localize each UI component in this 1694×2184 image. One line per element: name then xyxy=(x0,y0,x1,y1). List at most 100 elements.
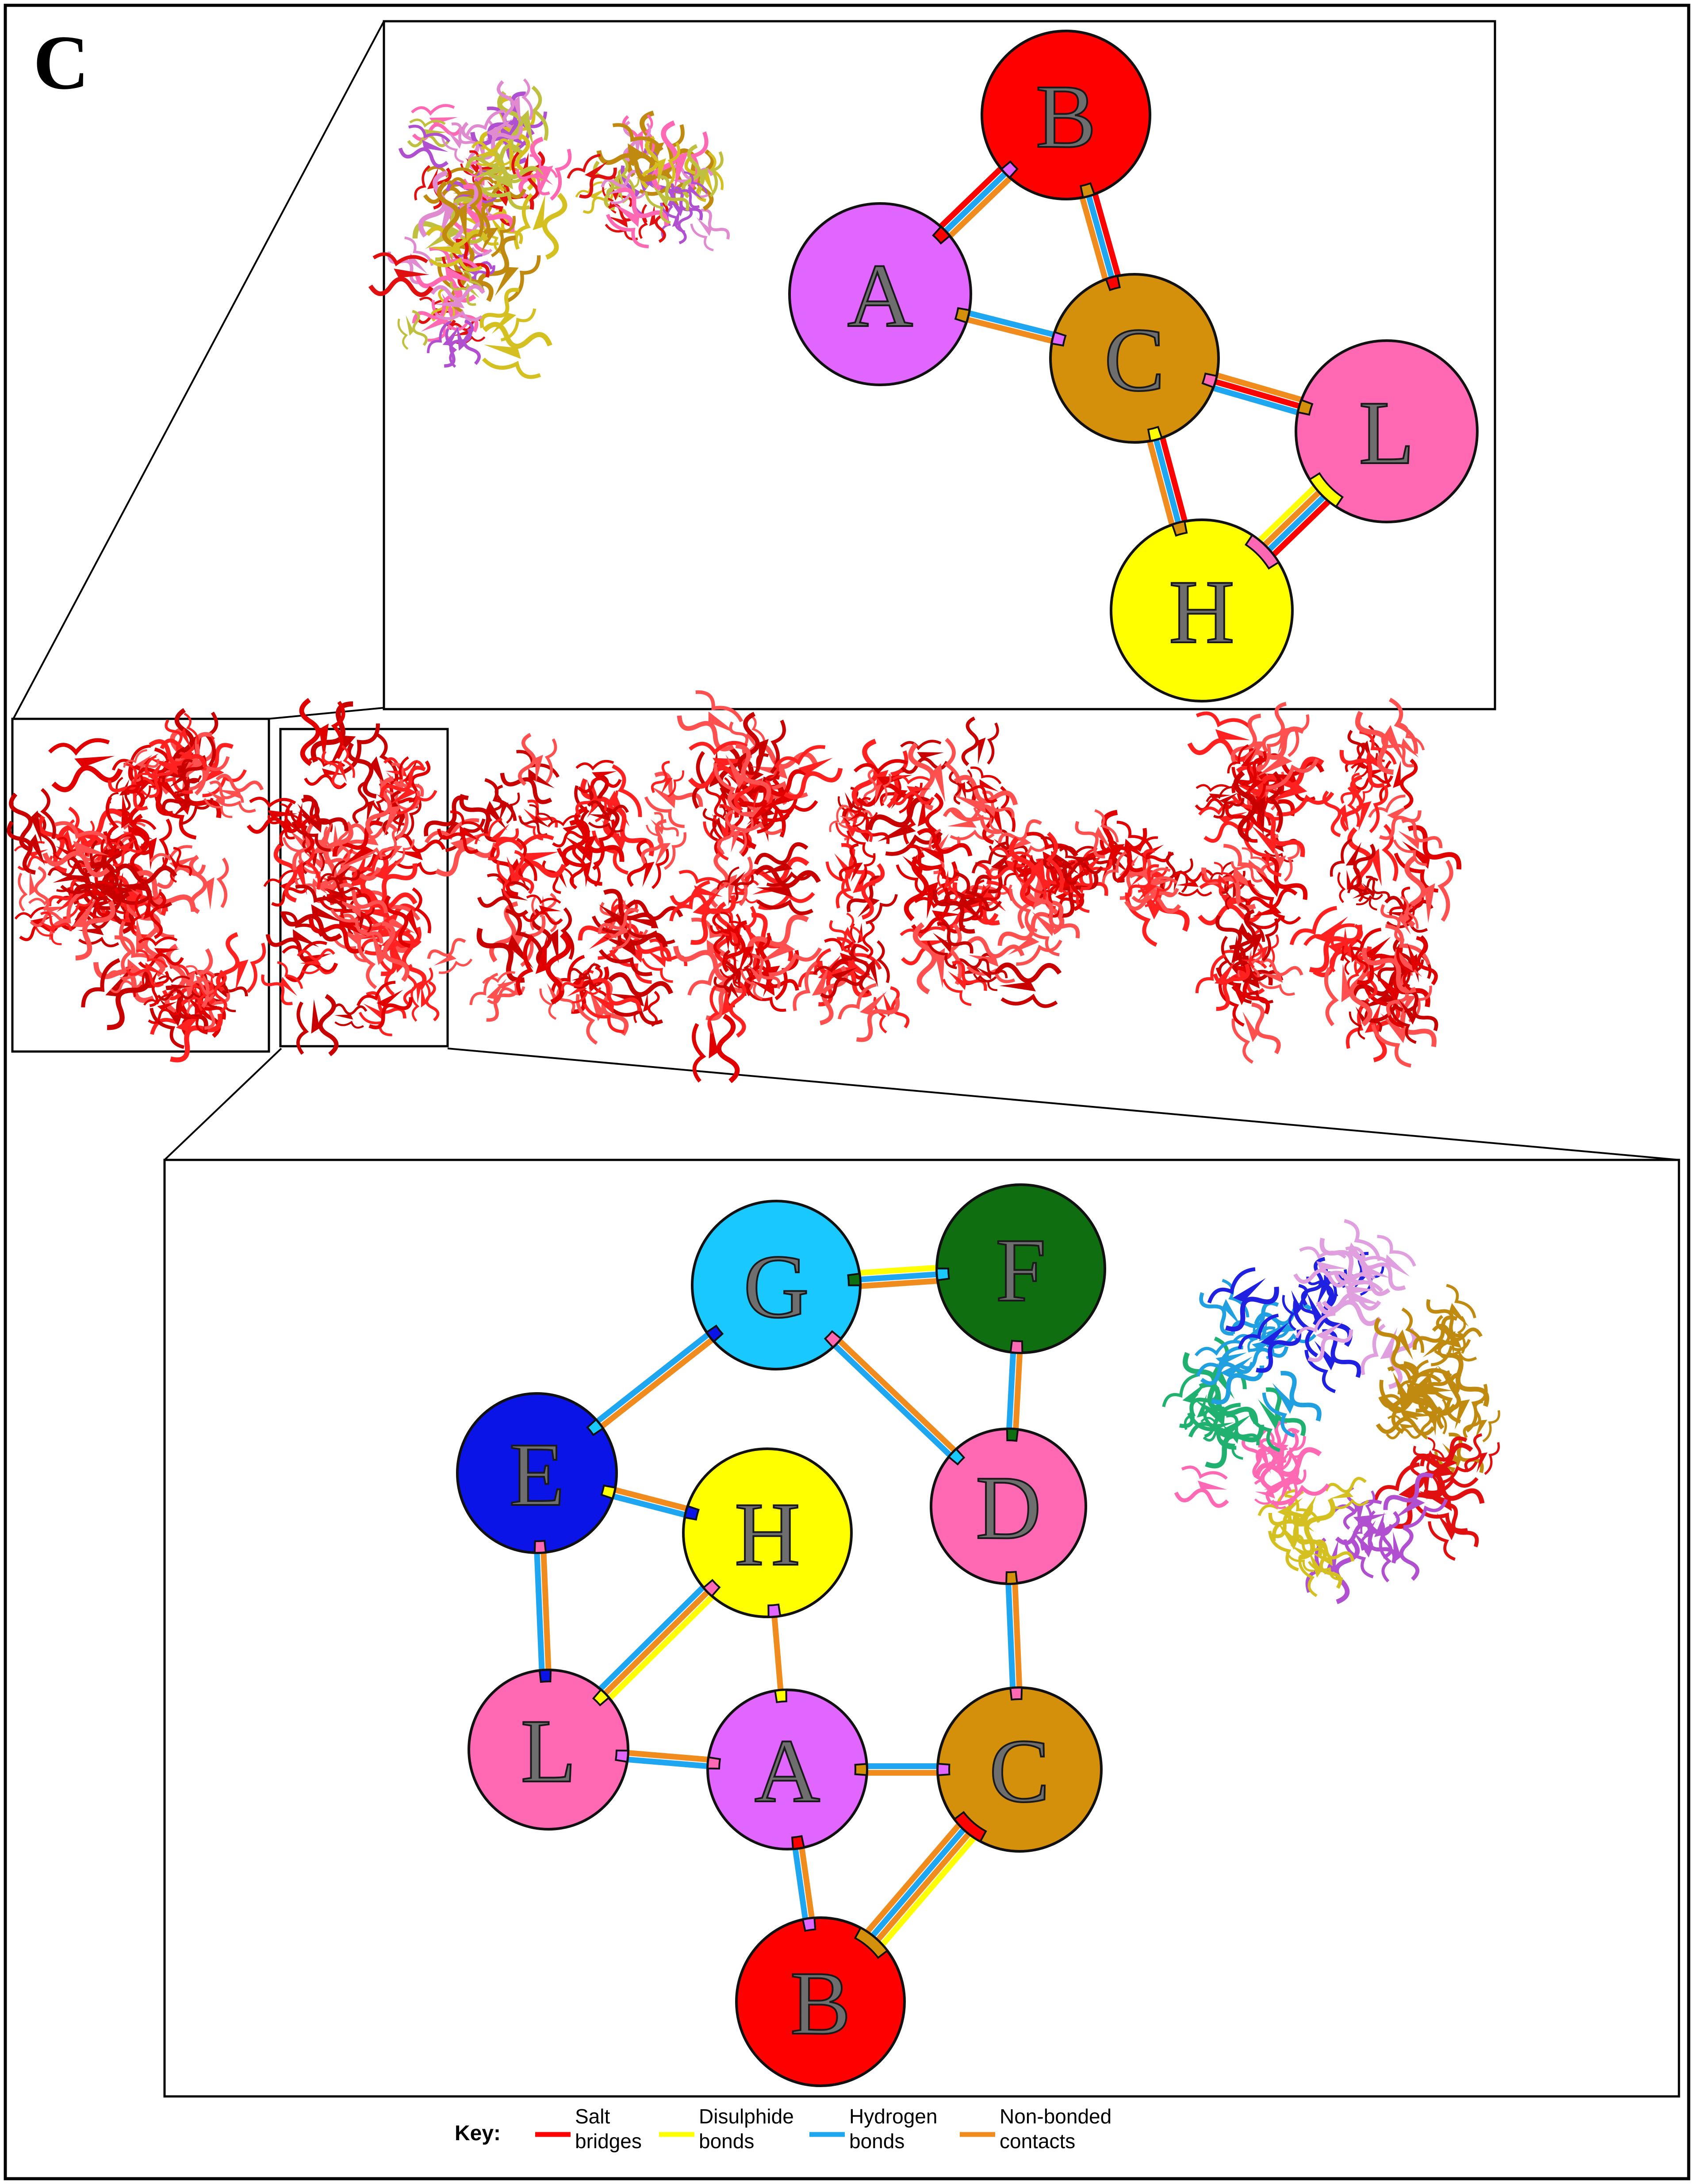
ribbon-strand xyxy=(370,254,433,295)
interface-patch-D-C xyxy=(1005,1570,1018,1585)
bottom-edge-F-D xyxy=(1006,1352,1023,1429)
interface-patch-A-B xyxy=(791,1835,805,1850)
ribbon-strand xyxy=(513,188,567,259)
chain-label: H xyxy=(735,1484,800,1585)
ribbon-strand xyxy=(1462,1399,1502,1446)
interface-patch-H-A xyxy=(767,1603,782,1618)
strip-structure-1c xyxy=(78,932,267,1065)
bottom-node-H: H xyxy=(682,1447,853,1618)
interface-patch-L-A xyxy=(614,1749,629,1763)
ribbon-strand xyxy=(996,965,1060,1006)
ribbon-strand xyxy=(1387,822,1464,895)
interface-patch-C-B xyxy=(1105,275,1121,292)
bottom-edge-L-A xyxy=(627,1750,709,1769)
bottom-node-L: L xyxy=(468,1669,629,1831)
ribbon-strand xyxy=(1188,711,1256,761)
bond-line-hydrogen xyxy=(870,1827,966,1938)
bond-line-disulphide xyxy=(880,1836,976,1946)
top-node-H: H xyxy=(1110,518,1294,702)
interface-patch-B-A xyxy=(1000,160,1019,179)
ribbon-strand xyxy=(938,959,989,1008)
bottom-edge-E-L xyxy=(534,1552,552,1670)
ribbon-strand xyxy=(516,929,570,1004)
chain-circle xyxy=(735,1916,906,2087)
ribbon-strand xyxy=(1388,817,1444,868)
chain-label: E xyxy=(509,1424,564,1525)
bond-line-hydrogen xyxy=(1212,385,1299,415)
chain-circle xyxy=(1295,339,1479,523)
chain-label: L xyxy=(521,1701,576,1801)
chain-label: L xyxy=(1359,383,1414,483)
bottom-edge-C-B xyxy=(865,1823,976,1946)
interface-patch-G-E xyxy=(705,1324,724,1343)
interface-patch-F-G xyxy=(935,1267,950,1282)
bottom-node-B: B xyxy=(735,1916,906,2087)
chain-label: D xyxy=(976,1458,1041,1558)
bond-line-hydrogen xyxy=(1153,438,1181,524)
chain-circle xyxy=(981,30,1151,200)
bond-line-hydrogen xyxy=(598,1585,705,1691)
ribbon-strand xyxy=(408,119,448,146)
bond-line-hydrogen xyxy=(1006,1352,1016,1429)
top-edge-C-H xyxy=(1147,437,1188,526)
protein-ribbon-multicolor-ring-icon xyxy=(1160,1216,1502,1604)
top-nodes: BA C L H xyxy=(788,30,1479,702)
top-edge-B-C xyxy=(1079,193,1121,280)
zoom-connectors xyxy=(12,21,1679,1161)
bond-line-salt xyxy=(1092,193,1121,276)
bond-line-disulphide xyxy=(859,1265,937,1276)
top-edge-C-L xyxy=(1212,372,1303,415)
chain-label: H xyxy=(1169,562,1234,662)
bottom-node-A: A xyxy=(706,1689,868,1850)
interface-patch-B-C xyxy=(854,1927,889,1959)
chain-label: A xyxy=(755,1721,820,1821)
interface-patch-L-E xyxy=(538,1669,552,1683)
strip-structure-8 xyxy=(1287,695,1464,1071)
bond-line-nonbonded xyxy=(600,1337,714,1429)
chain-label: A xyxy=(847,246,913,346)
interface-patch-D-F xyxy=(1006,1428,1019,1442)
chain-label: G xyxy=(744,1236,809,1337)
bottom-node-E: E xyxy=(456,1392,618,1554)
key-label-line2: bridges xyxy=(575,2130,642,2153)
bond-key-legend: Key: SaltbridgesDisulphidebondsHydrogenb… xyxy=(455,2105,1111,2153)
interface-patch-L-H xyxy=(592,1688,610,1707)
top-node-B: B xyxy=(981,30,1151,200)
ribbon-strand xyxy=(390,834,445,875)
bond-line-nonbonded xyxy=(1079,197,1108,280)
bond-line-hydrogen xyxy=(968,310,1055,338)
bond-line-hydrogen xyxy=(627,1756,708,1769)
bond-line-nonbonded xyxy=(540,1552,552,1670)
bond-line-nonbonded xyxy=(1216,372,1303,403)
strip-box-1 xyxy=(11,718,270,1053)
bottom-edge-G-E xyxy=(595,1332,714,1429)
interface-patch-G-D xyxy=(824,1330,843,1349)
bond-line-nonbonded xyxy=(1012,1583,1023,1688)
top-node-C: C xyxy=(1049,273,1220,444)
bond-line-hydrogen xyxy=(1086,195,1115,278)
interface-patch-H-C xyxy=(1171,520,1188,537)
bottom-edge-H-A xyxy=(771,1616,784,1691)
interface-patch-H-L xyxy=(1244,534,1280,570)
bond-line-salt xyxy=(1214,379,1300,409)
key-title: Key: xyxy=(455,2122,501,2145)
ribbon-strand xyxy=(962,718,999,768)
interface-patch-C-D xyxy=(1009,1687,1023,1701)
bond-line-salt xyxy=(939,166,1003,229)
bond-line-hydrogen xyxy=(595,1332,710,1424)
bond-line-hydrogen xyxy=(832,1343,952,1458)
protein-ribbon-multicolor-chain-icon xyxy=(370,77,732,380)
interface-patch-C-B xyxy=(953,1811,987,1843)
bond-line-nonbonded xyxy=(875,1832,971,1942)
bond-line-nonbonded xyxy=(799,1847,815,1919)
interface-patch-A-B xyxy=(932,225,951,245)
strip-structure-4 xyxy=(666,687,825,1085)
top-interaction-network: BA C L H xyxy=(788,30,1479,702)
key-label-line1: Non-bonded xyxy=(1000,2105,1111,2128)
interface-patch-A-L xyxy=(706,1756,721,1770)
